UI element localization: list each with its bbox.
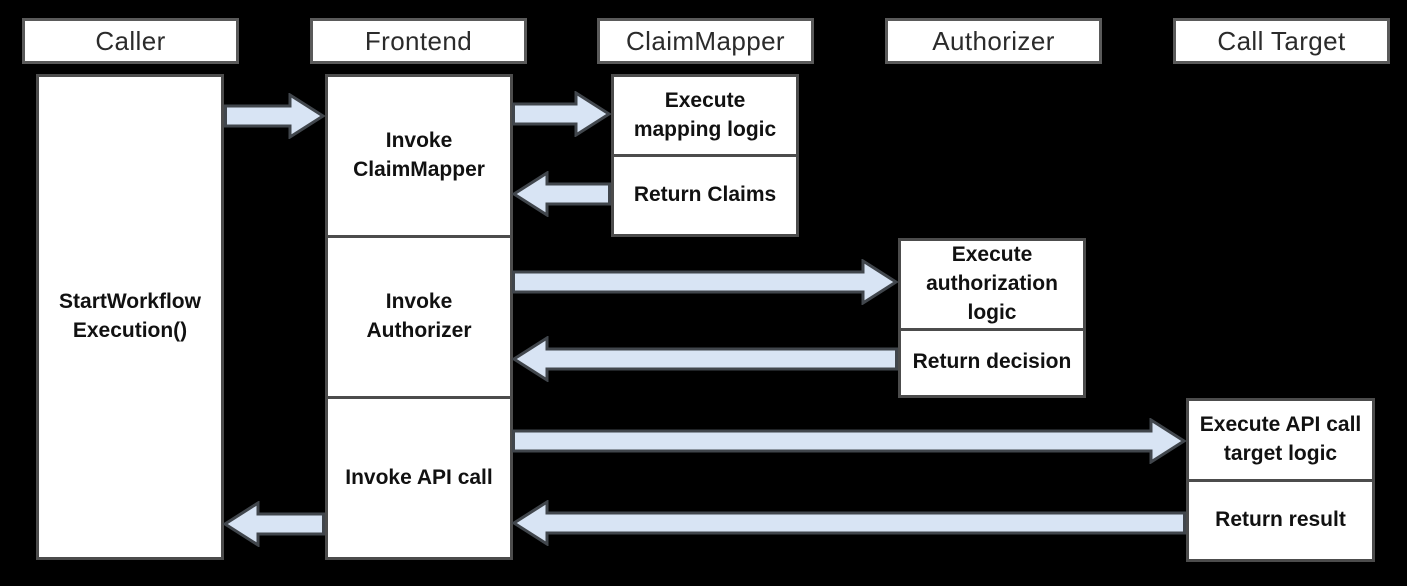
- node-label: Execute API call target logic: [1199, 412, 1362, 465]
- left-arrow-icon: [512, 171, 611, 217]
- node-label: Return decision: [912, 350, 1072, 374]
- arrow-caller-to-frontend: [224, 93, 325, 139]
- node-label: Execute authorization logic: [926, 243, 1058, 324]
- lane-header-authorizer: Authorizer: [885, 18, 1102, 64]
- node-return-result: Return result: [1189, 478, 1372, 560]
- right-arrow-icon: [512, 91, 611, 137]
- lane-header-call-target: Call Target: [1173, 18, 1390, 64]
- lane-header-claimmapper: ClaimMapper: [597, 18, 814, 64]
- node-label: StartWorkflow Execution(): [59, 290, 201, 342]
- node-return-claims: Return Claims: [614, 154, 796, 234]
- node-execute-mapping-logic: Execute mapping logic: [614, 77, 796, 154]
- lane-header-frontend: Frontend: [310, 18, 527, 64]
- arrow-frontend-to-calltarget: [512, 418, 1186, 464]
- node-invoke-claimmapper: Invoke ClaimMapper: [328, 77, 510, 235]
- right-arrow-icon: [512, 259, 898, 305]
- lane-header-label: Call Target: [1217, 25, 1346, 56]
- node-return-decision: Return decision: [901, 327, 1083, 395]
- node-label: Invoke ClaimMapper: [353, 129, 485, 181]
- node-invoke-api-call: Invoke API call: [328, 396, 510, 557]
- arrow-frontend-to-authorizer: [512, 259, 898, 305]
- call-target-activity-stack: Execute API call target logic Return res…: [1186, 398, 1375, 562]
- claimmapper-activity-stack: Execute mapping logic Return Claims: [611, 74, 799, 237]
- node-execute-authorization-logic: Execute authorization logic: [901, 241, 1083, 328]
- caller-activity-box: StartWorkflow Execution(): [36, 74, 224, 560]
- left-arrow-icon: [512, 500, 1186, 546]
- node-label: Invoke Authorizer: [366, 290, 472, 342]
- arrow-frontend-to-caller: [223, 501, 325, 547]
- left-arrow-icon: [223, 501, 325, 547]
- right-arrow-icon: [224, 93, 325, 139]
- arrow-claimmapper-to-frontend: [512, 171, 611, 217]
- node-label: Invoke API call: [345, 465, 493, 489]
- node-label: Return Claims: [633, 183, 777, 207]
- node-invoke-authorizer: Invoke Authorizer: [328, 235, 510, 396]
- arrow-frontend-to-claimmapper: [512, 91, 611, 137]
- arrow-authorizer-to-frontend: [512, 336, 898, 382]
- node-label: Return result: [1215, 507, 1346, 531]
- lane-header-label: Caller: [95, 25, 166, 56]
- authorizer-activity-stack: Execute authorization logic Return decis…: [898, 238, 1086, 398]
- left-arrow-icon: [512, 336, 898, 382]
- frontend-activity-stack: Invoke ClaimMapper Invoke Authorizer Inv…: [325, 74, 513, 560]
- lane-header-caller: Caller: [22, 18, 239, 64]
- lane-header-label: ClaimMapper: [625, 25, 785, 56]
- node-execute-api-call-target-logic: Execute API call target logic: [1189, 401, 1372, 479]
- node-startworkflowexecution: StartWorkflow Execution(): [39, 77, 221, 557]
- lane-header-label: Authorizer: [932, 25, 1055, 56]
- right-arrow-icon: [512, 418, 1186, 464]
- node-label: Execute mapping logic: [633, 88, 777, 141]
- lane-header-label: Frontend: [364, 25, 473, 56]
- arrow-calltarget-to-frontend: [512, 500, 1186, 546]
